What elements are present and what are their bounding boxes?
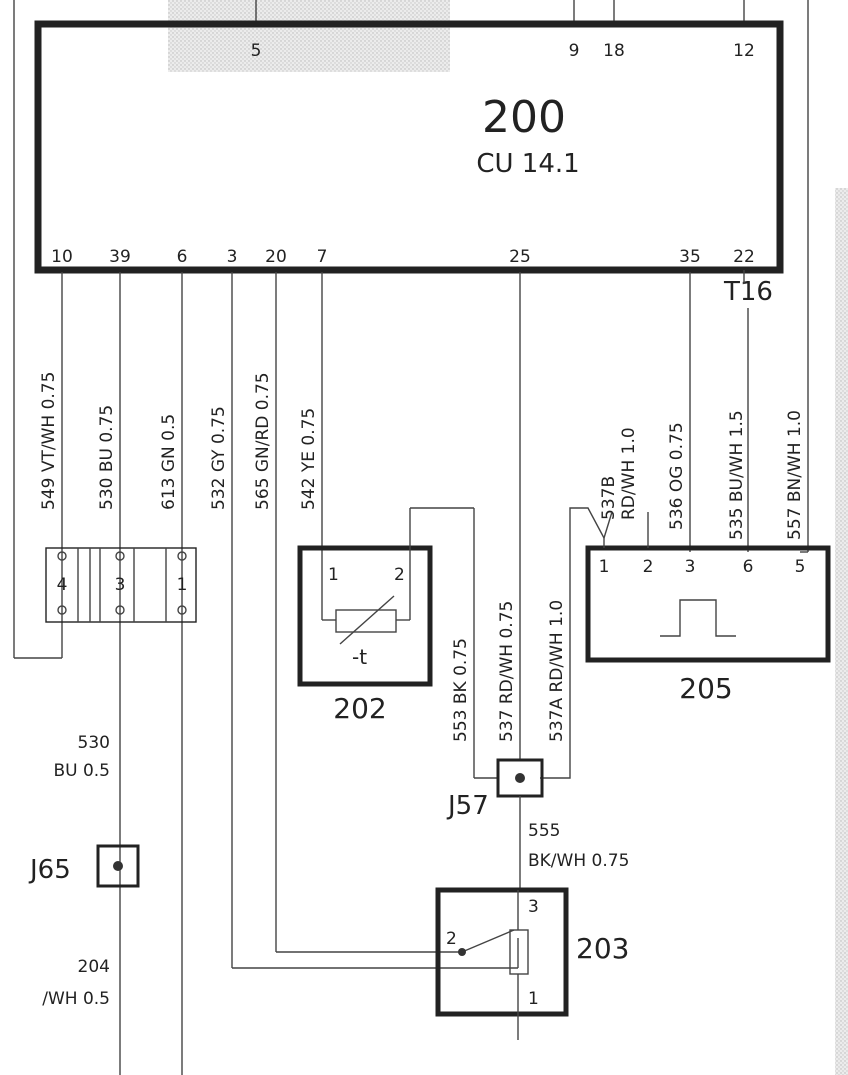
shaded-area-top xyxy=(168,0,450,72)
junction-j57-label: J57 xyxy=(446,791,489,821)
component-203-number: 203 xyxy=(576,932,629,965)
wire-label-536: 536 OG 0.75 xyxy=(667,422,687,530)
connector-left-pin-1: 1 xyxy=(177,575,188,595)
component-202-symbol: -t xyxy=(352,645,367,669)
top-pin-9: 9 xyxy=(569,41,580,61)
wire-label-535: 535 BU/WH 1.5 xyxy=(727,410,747,540)
wire-label-537a: 537A RD/WH 1.0 xyxy=(547,600,567,742)
component-202: 1 2 -t 202 xyxy=(297,507,498,779)
connector-left-pin-4: 4 xyxy=(57,575,68,595)
wire-label-530: 530 BU 0.75 xyxy=(97,405,117,510)
connector-t16-label: T16 xyxy=(723,277,773,307)
bottom-pin-6: 6 xyxy=(177,247,188,267)
wire-label-537b: 537B xyxy=(599,476,619,520)
cu-name: CU 14.1 xyxy=(476,149,579,179)
wire-555-number: 555 xyxy=(528,821,560,841)
connector-left: 4 3 1 xyxy=(45,547,197,623)
wire-label-613: 613 GN 0.5 xyxy=(159,414,179,510)
bottom-pin-7: 7 xyxy=(317,247,328,267)
wire-555-spec: BK/WH 0.75 xyxy=(528,851,629,871)
bottom-pin-20: 20 xyxy=(265,247,287,267)
top-pin-18: 18 xyxy=(603,41,625,61)
component-205-pin-2: 2 xyxy=(643,557,654,577)
junction-j57: J57 xyxy=(446,758,544,890)
shaded-strip-right xyxy=(835,188,848,1075)
cu-200-box xyxy=(34,20,784,274)
connector-left-pin-3: 3 xyxy=(115,575,126,595)
cu-number: 200 xyxy=(482,92,566,143)
wire-label-537: 537 RD/WH 0.75 xyxy=(497,601,517,742)
component-203-pin-3: 3 xyxy=(528,897,539,917)
component-205-pin-6: 6 xyxy=(743,557,754,577)
component-202-number: 202 xyxy=(333,692,386,725)
bottom-pin-3: 3 xyxy=(227,247,238,267)
cu-output-wires xyxy=(61,272,808,1075)
wire-204-number: 204 xyxy=(78,957,110,977)
top-pin-5: 5 xyxy=(251,41,262,61)
junction-j65: J65 xyxy=(28,844,140,888)
component-203-pin-2: 2 xyxy=(446,929,457,949)
component-203: 2 3 1 203 xyxy=(435,887,629,1017)
component-202-pin-1: 1 xyxy=(328,565,339,585)
wire-530-spec: BU 0.5 xyxy=(53,761,110,781)
top-pin-12: 12 xyxy=(733,41,755,61)
wire-204-spec: /WH 0.5 xyxy=(42,989,110,1009)
component-205-pin-3: 3 xyxy=(685,557,696,577)
bottom-pin-35: 35 xyxy=(679,247,701,267)
wire-530-number: 530 xyxy=(78,733,110,753)
wire-label-565: 565 GN/RD 0.75 xyxy=(253,372,273,510)
wire-label-553: 553 BK 0.75 xyxy=(451,638,471,742)
junction-j65-label: J65 xyxy=(28,855,71,885)
bottom-pin-39: 39 xyxy=(109,247,131,267)
wire-label-542: 542 YE 0.75 xyxy=(299,408,319,510)
bottom-pin-25: 25 xyxy=(509,247,531,267)
component-202-pin-2: 2 xyxy=(394,565,405,585)
component-205-pin-5: 5 xyxy=(795,557,806,577)
bottom-pin-22: 22 xyxy=(733,247,755,267)
component-205: 1 2 3 6 5 205 xyxy=(540,507,831,779)
wire-label-557: 557 BN/WH 1.0 xyxy=(785,410,805,540)
wire-label-532: 532 GY 0.75 xyxy=(209,406,229,510)
component-205-number: 205 xyxy=(679,672,732,705)
component-203-pin-1: 1 xyxy=(528,989,539,1009)
bottom-pin-10: 10 xyxy=(51,247,73,267)
wire-label-549: 549 VT/WH 0.75 xyxy=(39,372,59,510)
wire-label-537b-spec: RD/WH 1.0 xyxy=(619,427,639,520)
component-205-pin-1: 1 xyxy=(599,557,610,577)
